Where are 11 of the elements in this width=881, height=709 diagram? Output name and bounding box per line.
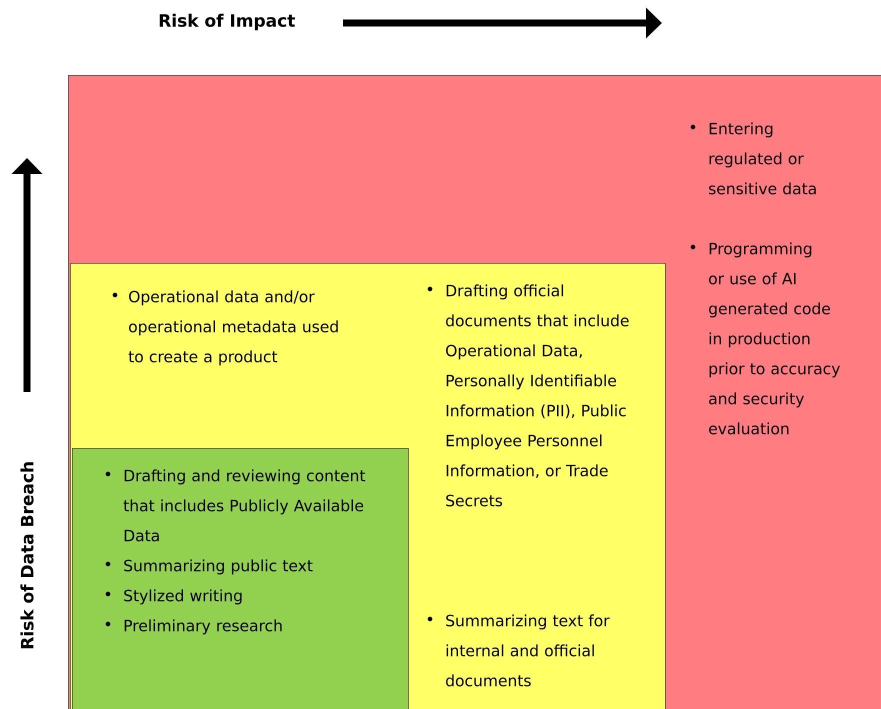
bullet-text: Drafting official documents that include Operational Data, Personally Identifiable Information (PII), Public Employee Personnel Information, or Trade Secrets [428,284,629,506]
bullet-text: Entering regulated or sensitive data [690,122,816,194]
axis-label: Risk of Data Breach [20,462,34,648]
bullet-text: Operational data and/or operational metadata used to create a product [112,290,338,366]
bullet-text: Summarizing text for internal and official documents [428,614,610,686]
bullet-text: Summarizing public text [106,559,313,574]
axis-label: Risk of Impact [160,14,295,30]
bullet-text: Stylized writing [106,589,242,604]
bullet-text: Drafting and reviewing content that includes Publicly Available Data [106,469,366,542]
bullet-text: Preliminary research [106,619,282,634]
bullet-text: Programming or use of AI generated code in production prior to accuracy and security evaluation [690,242,840,434]
